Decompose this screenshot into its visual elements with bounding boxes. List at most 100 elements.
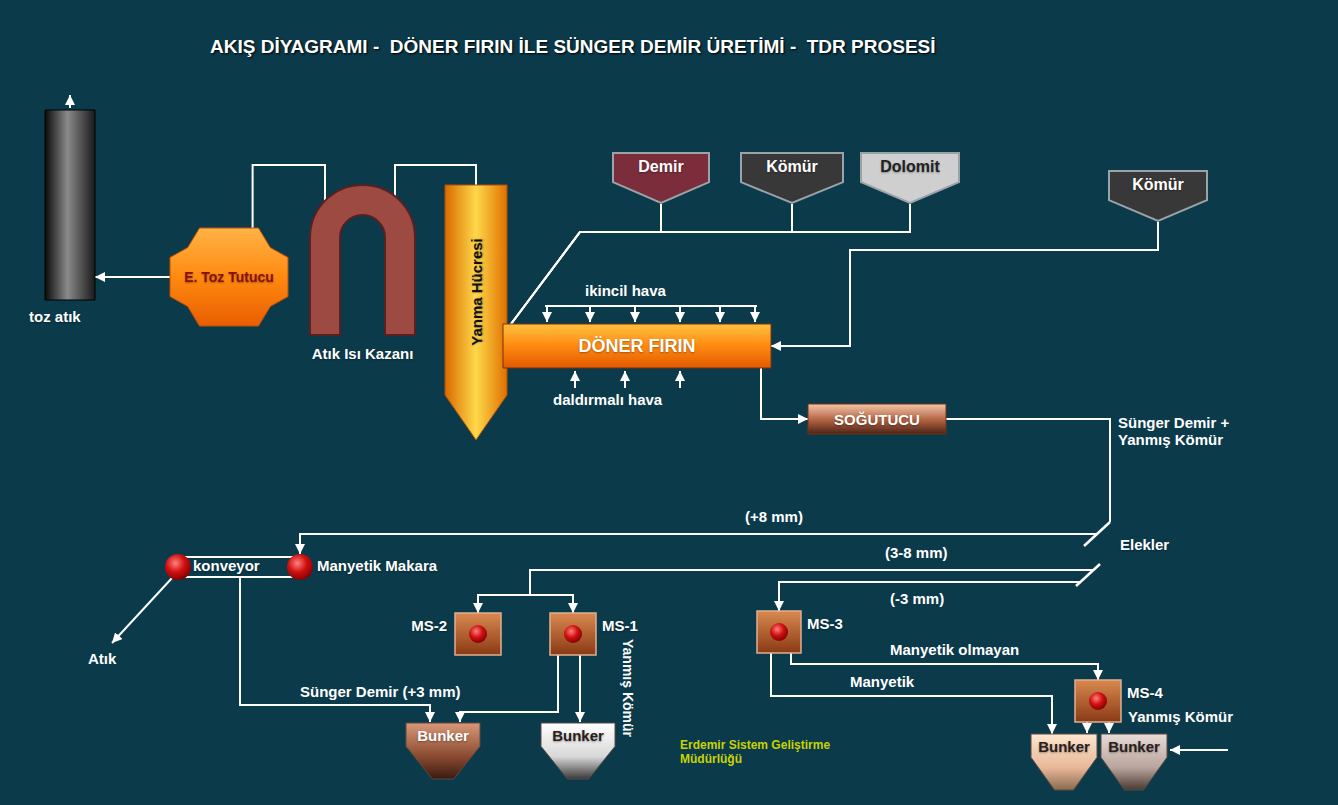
bunker-outline bbox=[1031, 734, 1097, 790]
bunker-shape bbox=[406, 723, 480, 779]
stack: toz atık bbox=[45, 110, 95, 300]
stream-label: ikincil hava bbox=[585, 282, 666, 299]
dust-collector: E. Toz Tutucu bbox=[170, 228, 288, 326]
combustion-chamber-outline bbox=[445, 185, 507, 440]
flow-line bbox=[511, 204, 792, 324]
bunker-outline bbox=[541, 723, 615, 779]
feed-hopper-label: Demir bbox=[638, 158, 683, 176]
air-arrow bbox=[574, 371, 576, 388]
conveyor: konveyor Manyetik Makara bbox=[165, 549, 475, 585]
feed-hopper-shape bbox=[1109, 171, 1207, 221]
feed-hopper-outline bbox=[741, 153, 843, 203]
magnetic-separator-outline bbox=[550, 613, 596, 655]
feed-hopper: Kömür bbox=[1108, 170, 1208, 222]
stream-label: daldırmalı hava bbox=[553, 391, 662, 408]
flow-label: (+8 mm) bbox=[745, 508, 803, 525]
flow-line bbox=[579, 655, 581, 722]
feed-hopper-label: Kömür bbox=[766, 158, 818, 176]
magnetic-separator-graphic bbox=[455, 613, 501, 655]
cooler-shape bbox=[808, 404, 946, 434]
feed-hopper-shape bbox=[741, 153, 843, 203]
feed-hopper-shape bbox=[613, 153, 709, 203]
separator-drum bbox=[564, 625, 582, 643]
diagram-title: AKIŞ DİYAGRAMI - DÖNER FIRIN İLE SÜNGER … bbox=[210, 36, 936, 58]
screen-deck bbox=[1076, 564, 1100, 586]
feed-hopper: Dolomit bbox=[860, 152, 960, 204]
conveyor-shape bbox=[165, 554, 313, 580]
air-arrow bbox=[546, 306, 548, 322]
flow-line bbox=[478, 570, 1094, 613]
magnetic-separator-label: MS-4 bbox=[1127, 684, 1163, 701]
bunker: Bunker bbox=[1030, 733, 1098, 791]
bunker-label: Bunker bbox=[417, 727, 469, 744]
separator-drum bbox=[469, 625, 487, 643]
stream-label: Yanmış Kömür bbox=[1128, 708, 1233, 725]
combustion-chamber-shape bbox=[445, 185, 507, 440]
air-arrow bbox=[679, 306, 681, 322]
feed-hopper-outline bbox=[613, 153, 709, 203]
feed-hopper: Kömür bbox=[740, 152, 844, 204]
stack-label: toz atık bbox=[29, 308, 81, 325]
magnetic-separator: MS-3 bbox=[757, 611, 801, 653]
conveyor-label: Manyetik Makara bbox=[317, 557, 437, 574]
waste-heat-boiler-graphic bbox=[310, 185, 415, 335]
magnetic-separator-shape bbox=[757, 611, 801, 653]
rotary-kiln-outline bbox=[503, 324, 771, 368]
bunker-label: Bunker bbox=[1108, 738, 1160, 755]
magnetic-separator-shape bbox=[455, 613, 501, 655]
char-feed-arrow bbox=[1170, 749, 1228, 751]
flow-line bbox=[779, 582, 1080, 611]
flow-line bbox=[1108, 722, 1110, 733]
flow-label: Manyetik bbox=[850, 673, 914, 690]
stack-graphic bbox=[45, 110, 95, 300]
credit-note: Erdemir Sistem Geliştirme Müdürlüğü bbox=[680, 738, 880, 766]
magnetic-separator-outline bbox=[757, 611, 801, 653]
magnetic-separator-shape bbox=[550, 613, 596, 655]
conveyor-label: konveyor bbox=[193, 557, 260, 574]
magnetic-separator-label: MS-3 bbox=[807, 615, 843, 632]
flow-line bbox=[240, 577, 430, 722]
bunker-label: Bunker bbox=[552, 727, 604, 744]
air-arrow bbox=[589, 306, 591, 322]
pulley bbox=[165, 554, 191, 580]
magnetic-separator-graphic bbox=[550, 613, 596, 655]
flow-label: Sünger Demir (+3 mm) bbox=[300, 683, 460, 700]
screens: Elekler bbox=[1070, 518, 1180, 590]
flow-line bbox=[771, 222, 1158, 346]
magnetic-separator-label: MS-2 bbox=[411, 617, 447, 634]
secondary-air-header bbox=[545, 305, 757, 307]
cooler-label: SOĞUTUCU bbox=[834, 411, 920, 428]
separator-drum bbox=[770, 623, 788, 641]
air-arrow bbox=[754, 306, 756, 322]
air-arrow bbox=[634, 306, 636, 322]
magnetic-separator-shape bbox=[1075, 680, 1121, 722]
bunker: Bunker bbox=[405, 722, 481, 780]
flow-label: Yanmış Kömür bbox=[620, 639, 636, 737]
bunker-label: Bunker bbox=[1038, 738, 1090, 755]
rotary-kiln: DÖNER FIRIN bbox=[503, 324, 771, 368]
magnetic-separator: MS-2 bbox=[455, 613, 501, 655]
flow-label: (-3 mm) bbox=[890, 590, 944, 607]
feed-hopper: Demir bbox=[612, 152, 710, 204]
screen-deck bbox=[1084, 522, 1110, 546]
magnetic-separator-graphic bbox=[757, 611, 801, 653]
air-arrow bbox=[679, 371, 681, 388]
feed-hopper-outline bbox=[1109, 171, 1207, 221]
waste-heat-boiler-label: Atık Isı Kazanı bbox=[312, 345, 414, 362]
screens-label: Elekler bbox=[1120, 536, 1169, 553]
stream-label: Atık bbox=[88, 650, 116, 667]
dust-collector-outline bbox=[170, 228, 288, 326]
flow-label: Manyetik olmayan bbox=[890, 641, 1019, 658]
flow-line bbox=[946, 419, 1110, 522]
bunker-shape bbox=[541, 723, 615, 779]
magnetic-separator-graphic bbox=[1075, 680, 1121, 722]
flow-line bbox=[530, 570, 1094, 613]
bunker: Bunker bbox=[1100, 733, 1168, 791]
waste-heat-boiler-outline bbox=[310, 185, 415, 335]
flow-line bbox=[300, 534, 1097, 554]
bunker-outline bbox=[1101, 734, 1167, 790]
flow-label: Sünger Demir + Yanmış Kömür bbox=[1118, 414, 1268, 448]
air-arrow bbox=[624, 371, 626, 388]
